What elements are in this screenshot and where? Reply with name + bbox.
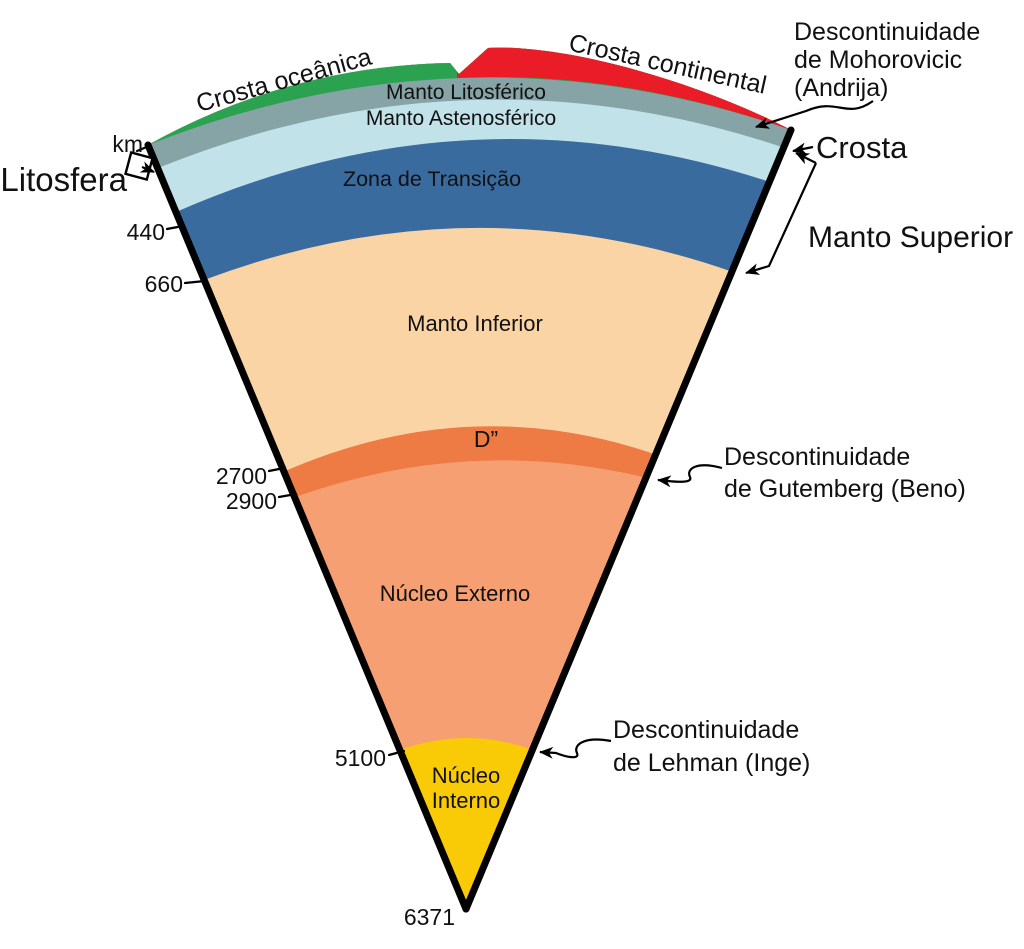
depth-2700: 2700 xyxy=(216,463,267,489)
label-lithospheric-mantle: Manto Litosférico xyxy=(386,81,546,104)
depth-440: 440 xyxy=(127,219,165,245)
label-lehman-line1: Descontinuidade xyxy=(613,716,799,744)
depth-660: 660 xyxy=(145,271,183,297)
tick-2900 xyxy=(277,492,298,499)
tick-km xyxy=(135,144,151,153)
depth-5100: 5100 xyxy=(335,745,386,771)
wedge-left-edge xyxy=(144,141,470,913)
label-inner-core-line1: Núcleo xyxy=(432,763,500,788)
label-gutemberg-line2: de Gutemberg (Beno) xyxy=(724,475,966,503)
label-manto-superior: Manto Superior xyxy=(808,221,1013,254)
label-asthenospheric-mantle: Manto Astenosférico xyxy=(366,107,556,130)
label-mohorovicic-line2: de Mohorovicic xyxy=(794,46,962,74)
leader-mohorovicic-arrow xyxy=(755,100,874,129)
leader-lehman-arrow xyxy=(539,738,612,759)
label-outer-core: Núcleo Externo xyxy=(380,581,530,606)
label-litosfera: Litosfera xyxy=(0,161,127,198)
label-crosta: Crosta xyxy=(816,130,908,165)
tick-5100 xyxy=(387,749,406,757)
label-mohorovicic-line1: Descontinuidade xyxy=(794,18,980,46)
label-lower-mantle: Manto Inferior xyxy=(407,311,543,336)
litosfera-arrow xyxy=(139,161,155,174)
label-lehman-line2: de Lehman (Inge) xyxy=(613,749,810,777)
depth-2900: 2900 xyxy=(226,488,277,514)
tick-2700 xyxy=(267,466,286,473)
label-mohorovicic-line3: (Andrija) xyxy=(794,74,888,102)
tick-440 xyxy=(165,224,185,231)
depth-unit-label: km xyxy=(112,131,143,157)
leader-gutemberg-arrow xyxy=(657,464,723,488)
label-transition-zone: Zona de Transição xyxy=(343,167,521,191)
depth-6371: 6371 xyxy=(404,904,455,930)
bracket-manto-superior-top-arrow xyxy=(795,152,817,165)
label-gutemberg-line1: Descontinuidade xyxy=(724,443,910,471)
label-d-double-prime: D” xyxy=(474,426,498,452)
tick-660 xyxy=(183,279,207,285)
wedge-right-edge xyxy=(462,126,795,913)
bracket-manto-superior-bottom-arrow xyxy=(745,162,818,275)
leader-crosta-arrow xyxy=(792,142,814,155)
label-inner-core-line2: Interno xyxy=(432,788,501,813)
